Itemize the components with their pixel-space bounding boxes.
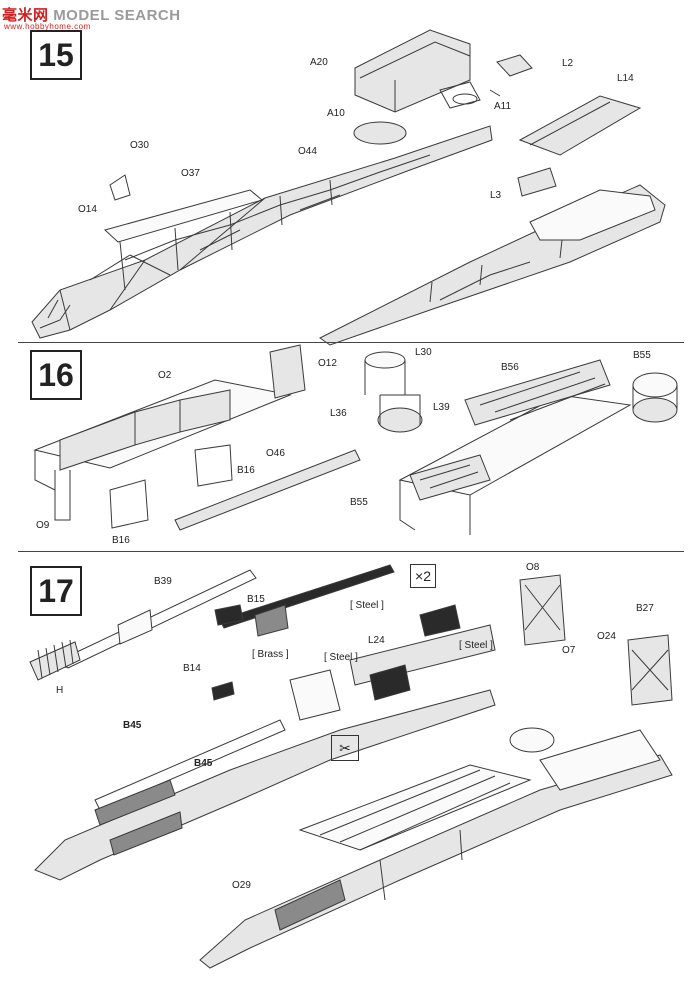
part-label: B15 bbox=[247, 594, 265, 605]
part-label: O29 bbox=[232, 880, 251, 891]
step-number-16: 16 bbox=[30, 350, 82, 400]
step15-hull-left bbox=[31, 125, 493, 339]
part-label: O30 bbox=[130, 140, 149, 151]
part-label: O8 bbox=[526, 562, 540, 573]
part-label: B56 bbox=[501, 362, 519, 373]
part-label: O9 bbox=[36, 520, 50, 531]
part-label: O2 bbox=[158, 370, 172, 381]
multiplier-badge: ×2 bbox=[410, 564, 436, 588]
step-number-15: 15 bbox=[30, 30, 82, 80]
watermark-cn: 毫米网 bbox=[2, 7, 49, 24]
part-label: L14 bbox=[617, 73, 634, 84]
part-label: A11 bbox=[494, 101, 512, 112]
part-label: O37 bbox=[181, 168, 200, 179]
part-label: L24 bbox=[368, 635, 385, 646]
part-label: O7 bbox=[562, 645, 576, 656]
part-label: B45 bbox=[194, 758, 213, 769]
part-label: O12 bbox=[318, 358, 337, 369]
part-label: B27 bbox=[636, 603, 654, 614]
part-label: O14 bbox=[78, 204, 97, 215]
step16-frame-left bbox=[33, 344, 361, 531]
part-label: B16 bbox=[112, 535, 130, 546]
part-label: L3 bbox=[490, 190, 502, 201]
part-label: B14 bbox=[183, 663, 201, 674]
part-label: B39 bbox=[154, 576, 172, 587]
material-label: [ Steel ] bbox=[324, 652, 358, 663]
no-glue-icon: ✂ bbox=[331, 735, 359, 761]
watermark-en: MODEL SEARCH bbox=[53, 7, 181, 24]
part-label: A10 bbox=[327, 108, 345, 119]
part-label: L2 bbox=[562, 58, 574, 69]
watermark-logo: 毫米网 MODEL SEARCH bbox=[2, 4, 181, 25]
material-label: [ Brass ] bbox=[252, 649, 289, 660]
step15-upper-parts bbox=[109, 29, 642, 201]
part-label: L36 bbox=[330, 408, 347, 419]
part-label: L39 bbox=[433, 402, 450, 413]
step-divider bbox=[18, 342, 684, 343]
part-label: B16 bbox=[237, 465, 255, 476]
step-number-17: 17 bbox=[30, 566, 82, 616]
step17-barrel-parts bbox=[29, 564, 395, 701]
step17-jerrycan bbox=[519, 574, 673, 706]
watermark-url: www.hobbyhome.com bbox=[4, 22, 91, 31]
part-label: B55 bbox=[350, 497, 368, 508]
material-label: [ Steel ] bbox=[350, 600, 384, 611]
part-label: A20 bbox=[310, 57, 328, 68]
step16-cylinder bbox=[364, 351, 423, 433]
step17-hull-right bbox=[199, 727, 673, 969]
material-label: [ Steel ] bbox=[459, 640, 493, 651]
step17-hull-left bbox=[34, 604, 496, 881]
step15-hull-right bbox=[319, 184, 666, 346]
part-label: B55 bbox=[633, 350, 651, 361]
part-label: O46 bbox=[266, 448, 285, 459]
part-label: O24 bbox=[597, 631, 616, 642]
step16-frame-right bbox=[398, 359, 678, 535]
part-label: B45 bbox=[123, 720, 142, 731]
part-label: L30 bbox=[415, 347, 432, 358]
part-label: H bbox=[56, 685, 64, 696]
part-label: O44 bbox=[298, 146, 317, 157]
step-divider bbox=[18, 551, 684, 552]
